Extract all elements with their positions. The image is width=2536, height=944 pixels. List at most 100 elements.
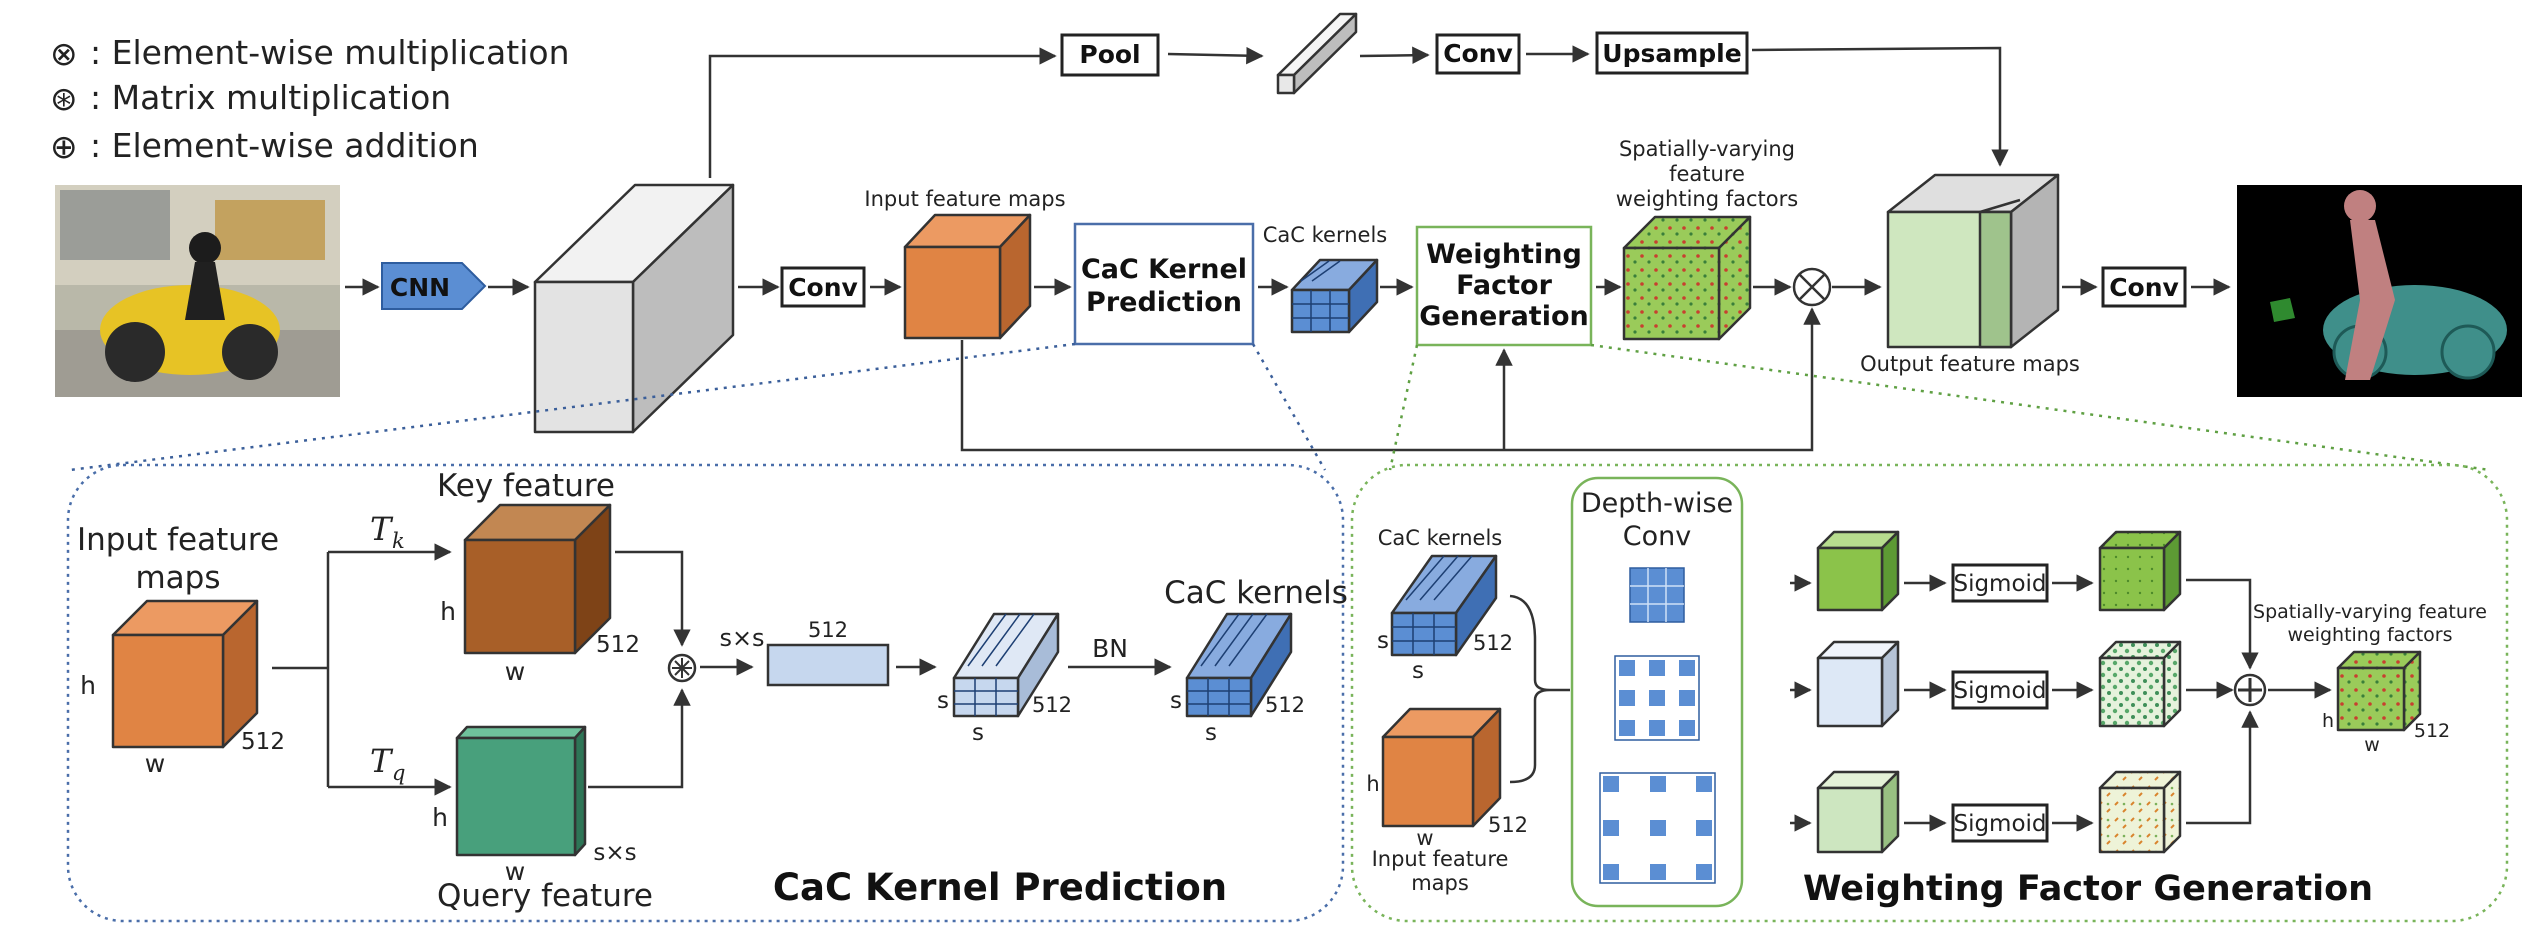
element-wise-multiplication-icon: ⊗ [50, 34, 78, 73]
rp-h: h [1366, 772, 1379, 796]
legend: ⊗ : Element-wise multiplication ⊛ : Matr… [50, 33, 569, 166]
element-wise-multiply-node [1792, 267, 1832, 307]
input-feature-maps-label: Input feature maps [864, 187, 1065, 211]
lp-input-line1: Input feature [77, 522, 279, 558]
bar-512: 512 [808, 618, 848, 642]
conv-out-block: Conv [2101, 266, 2187, 308]
tq-subscript: q [392, 761, 405, 785]
element-wise-add-node [2233, 673, 2267, 707]
cnn-block: CNN [381, 262, 487, 310]
svw-line2: feature [1669, 162, 1745, 186]
wfg-panel-title: Weighting Factor Generation [1803, 869, 2373, 909]
bn-s-left: s [1170, 688, 1182, 714]
bn-512: 512 [1265, 693, 1305, 717]
rp-s-bottom: s [1412, 658, 1424, 684]
lp-h: h [80, 671, 96, 700]
query-feature-cube [455, 725, 587, 857]
rp-svw-line2: weighting factors [2287, 624, 2452, 646]
weighting-factor-generation-panel: Weighting Factor Generation CaC kernels … [1350, 463, 2509, 923]
raw-s-bottom: s [972, 720, 984, 746]
matrix-product-bar [766, 643, 890, 687]
sigmoid-out-3-cube [2098, 770, 2182, 854]
branch1-cube [1816, 530, 1900, 612]
cac-kernels-cube [1290, 258, 1379, 334]
dilation-3-grid [1599, 772, 1716, 884]
output-feature-cube [1886, 173, 2060, 349]
raw-s-left: s [937, 688, 949, 714]
input-image [55, 185, 340, 397]
cac-kernel-prediction-panel: CaC Kernel Prediction Input feature maps… [66, 463, 1348, 923]
rp-out-h: h [2322, 710, 2334, 732]
lp-w: w [145, 749, 165, 778]
rp-svw-line1: Spatially-varying feature [2253, 601, 2487, 623]
output-feature-maps-label: Output feature maps [1860, 352, 2080, 376]
rp-input-cube [1381, 707, 1502, 828]
sxs-label: s×s [719, 624, 764, 652]
dilation-1-grid [1629, 567, 1685, 623]
conv-block: Conv [780, 266, 866, 308]
lp-input-line2: maps [135, 560, 220, 596]
weighting-factors-cube [1622, 215, 1752, 341]
pool-block: Pool [1060, 33, 1160, 77]
lp-512: 512 [241, 729, 285, 755]
rp-w: w [1416, 826, 1433, 850]
sigmoid-out-1-cube [2098, 530, 2182, 612]
upsample-block: Upsample [1595, 31, 1749, 75]
sigmoid-3-label: Sigmoid [1953, 811, 2046, 837]
rp-out-w: w [2364, 734, 2380, 756]
backbone-feature-cube [533, 183, 735, 434]
cac-pred-line1: CaC Kernel [1081, 254, 1247, 285]
cac-panel-title: CaC Kernel Prediction [773, 866, 1227, 909]
tk-subscript: k [392, 529, 405, 553]
rp-out-512: 512 [2414, 720, 2450, 742]
pooled-vector [1276, 12, 1358, 95]
wfg-line3: Generation [1419, 301, 1588, 332]
lp-cac-kernels-label: CaC kernels [1164, 575, 1348, 611]
wfg-line2: Factor [1456, 270, 1553, 301]
key-h: h [440, 597, 456, 626]
rp-input-line2: maps [1411, 871, 1469, 895]
cnn-label: CNN [390, 273, 450, 302]
lp-input-cube [111, 599, 259, 749]
upsample-label: Upsample [1602, 39, 1741, 68]
key-512: 512 [596, 632, 640, 658]
input-feature-cube [903, 213, 1032, 340]
bn-kernel-cube [1185, 612, 1293, 718]
sigmoid-1-label: Sigmoid [1953, 571, 2046, 597]
rp-weighting-cube [2336, 650, 2422, 732]
conv-mid-block: Conv [1435, 33, 1521, 75]
conv-mid-label: Conv [1443, 39, 1513, 68]
sigmoid-out-2-cube [2098, 640, 2182, 728]
cac-kernels-label: CaC kernels [1263, 223, 1387, 247]
raw-kernel-cube [952, 612, 1060, 718]
raw-512: 512 [1032, 693, 1072, 717]
tq-label: T [370, 742, 394, 780]
rp-s-left: s [1377, 628, 1389, 654]
sigmoid-1: Sigmoid [1951, 563, 2049, 603]
rp-input-line1: Input feature [1372, 847, 1509, 871]
svw-line3: weighting factors [1616, 187, 1798, 211]
legend-label-multiplication: : Element-wise multiplication [90, 33, 569, 72]
legend-label-addition: : Element-wise addition [90, 126, 479, 165]
conv-label: Conv [788, 273, 858, 302]
query-h: h [432, 803, 448, 832]
weighting-factor-generation-block: Weighting Factor Generation [1415, 225, 1593, 347]
branch3-cube [1816, 770, 1900, 854]
bn-label: BN [1092, 634, 1128, 663]
matrix-multiplication-icon: ⊛ [50, 79, 78, 118]
bn-s-bottom: s [1205, 720, 1217, 746]
dw-line2: Conv [1623, 521, 1691, 552]
svw-line1: Spatially-varying [1619, 137, 1795, 161]
segmentation-output-image [2237, 185, 2522, 397]
key-feature-label: Key feature [437, 468, 615, 504]
legend-label-matrix: : Matrix multiplication [90, 78, 451, 117]
rp-cac-kernels-label: CaC kernels [1378, 526, 1502, 550]
rp-512-bottom: 512 [1488, 813, 1528, 837]
key-feature-cube [463, 503, 612, 655]
rp-kernel-cube [1390, 554, 1498, 657]
query-w: w [505, 857, 525, 886]
query-feature-label: Query feature [437, 878, 653, 914]
cac-pred-line2: Prediction [1086, 287, 1242, 318]
dilation-2-grid [1614, 655, 1700, 741]
